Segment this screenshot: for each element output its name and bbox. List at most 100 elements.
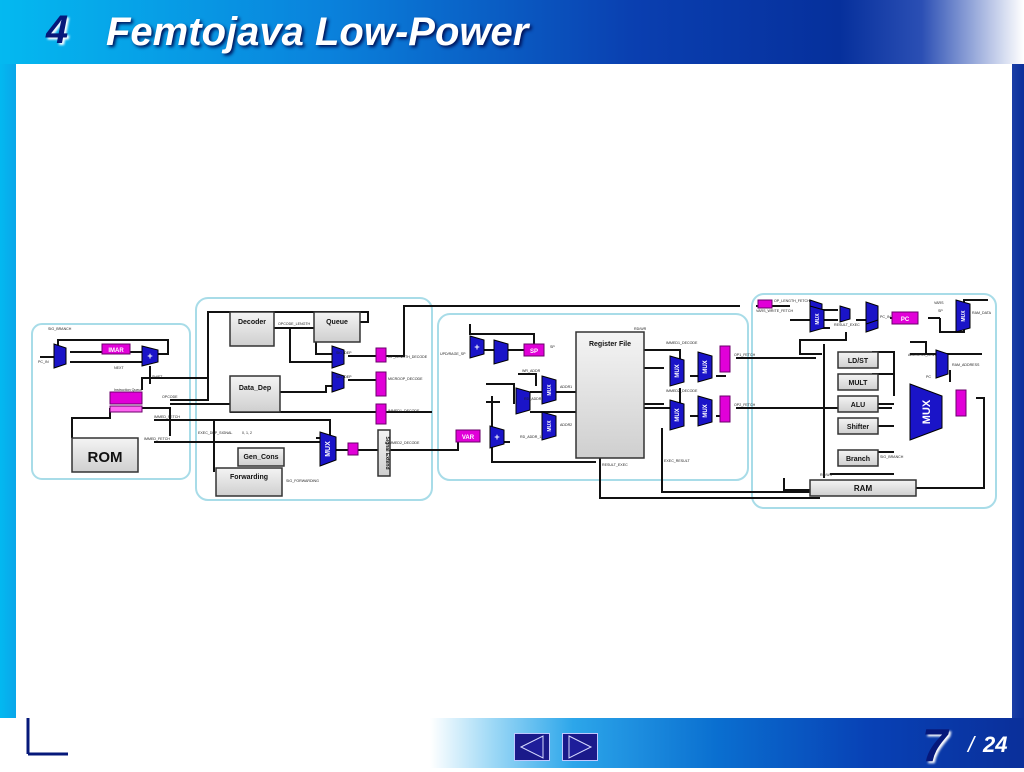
corner-bracket-icon: [26, 718, 68, 756]
page-total: 24: [983, 732, 1008, 757]
branch-label: Branch: [846, 456, 870, 463]
mux-pc-in: [53, 343, 67, 369]
wires: [40, 299, 988, 499]
reg-immed1: [375, 403, 387, 425]
title-bar: 4 Femtojava Low-Power: [0, 0, 1024, 66]
addr2-label: ADDR2: [560, 423, 572, 427]
adder-sp-plus: +: [474, 342, 479, 352]
register-file-label: Register File: [589, 341, 631, 348]
panel-fetch: [31, 323, 191, 480]
adder-var: [489, 425, 505, 449]
mux-op2-a: [669, 399, 685, 431]
page-number: 7: [922, 719, 948, 771]
address-lenth-label: ADDRESS_LENT: [908, 353, 937, 357]
slide-title: Femtojava Low-Power: [106, 10, 529, 54]
adder-fetch: [141, 345, 159, 367]
shift-label: SHIFT: [152, 375, 163, 379]
decoder-label: Decoder: [238, 319, 266, 326]
upd-rage-sp-label: UPD/RAGE_SP: [440, 352, 466, 356]
pc-register: [891, 311, 919, 325]
exec-result-label: EXEC_RESULT: [664, 459, 691, 463]
instruction-queue-label: Instruction Queue: [114, 388, 142, 392]
mux-addr-b: [541, 375, 557, 405]
sp-label: SP: [530, 349, 538, 355]
const-vals-label: 0, 1, 2: [242, 431, 252, 435]
exec-dep-signal-label: EXEC_DEP_SIGNAL: [198, 431, 232, 435]
immed2-fetch-label: IMMED_FETCH: [144, 437, 170, 441]
addr1-label: ADDR1: [560, 385, 572, 389]
result-exec-label: RESULT_EXEC: [602, 463, 628, 467]
result-exec2-label: RESULT_EXEC: [834, 323, 860, 327]
mux-op1-b-label: MUX: [703, 360, 709, 373]
reg-immed2: [347, 442, 359, 456]
rdwr2-label: RD/WR: [820, 473, 833, 477]
imar-label: IMAR: [108, 348, 124, 354]
gen-cons-label: Gen_Cons: [243, 454, 278, 461]
vars-write-fetch-label: VARS_WRITE_FETCH: [756, 309, 793, 313]
opcode-length-label: OPCODE_LENGTH: [278, 322, 311, 326]
mux-addr-b-label: MUX: [547, 384, 553, 396]
shifter-label: Shifter: [847, 424, 869, 431]
adder-fetch-plus: +: [147, 351, 152, 361]
mux-pc-out-label: MUX: [961, 310, 967, 322]
adder-sp: [469, 335, 485, 359]
previous-slide-button[interactable]: [514, 733, 550, 761]
pc2-label: PC: [926, 375, 931, 379]
page-separator: /: [968, 732, 975, 757]
signal-extend-label: Signal Extend: [384, 436, 390, 469]
var-label: VAR: [462, 435, 475, 441]
reg-result: [955, 389, 967, 417]
sig-dep-label: SIG_DEP: [336, 351, 352, 355]
mux-gen-cons-label: MUX: [325, 441, 332, 457]
mult-label: MULT: [849, 380, 869, 387]
mux-execute-main-label: MUX: [921, 399, 933, 424]
gen-cons-block: [237, 447, 285, 467]
next-label: NEXT: [114, 366, 124, 370]
signal-labels: SIG_BRANCH PC_IN NEXT SHIFT Instruction …: [38, 299, 992, 483]
sp2-label: SP: [938, 309, 943, 313]
mux-pc-out: [955, 299, 971, 333]
shifter-block: [837, 417, 879, 435]
mux-op1-b: [697, 351, 713, 383]
op1-fetch-label: OP1_FETCH: [734, 353, 756, 357]
mux-decode-1: [331, 345, 345, 369]
mux-addr-c-label: MUX: [547, 420, 553, 432]
rom-label: ROM: [88, 449, 123, 466]
immed2-decode-b-label: IMMED2_DECODE: [666, 389, 698, 393]
op-length-fetch-label: OP_LENGTH_FETCH: [774, 299, 810, 303]
microop-decode-label: MICROOP_DECODE: [388, 377, 423, 381]
triangle-left-icon: [519, 735, 544, 759]
mux-op2-b-label: MUX: [703, 404, 709, 417]
reg-op-length: [375, 347, 387, 363]
reg-microop: [375, 371, 387, 397]
immed1-decode-b-label: IMMED1_DECODE: [666, 341, 698, 345]
immed-fetch-label: IMMED_FETCH: [154, 415, 180, 419]
ldst-label: LD/ST: [848, 358, 869, 365]
decoder-block: [229, 311, 275, 347]
var-register: [455, 429, 481, 443]
panel-operand: [437, 313, 749, 481]
mux-op1-a: [669, 355, 685, 387]
vars-label: VARS: [934, 301, 944, 305]
pc-label: PC: [901, 317, 910, 323]
reg-op-length-fetch: [757, 299, 773, 309]
ram-address-label: RAM_ADDRESS: [952, 363, 980, 367]
mux-addr-a: [515, 387, 531, 415]
magenta-registers: [101, 299, 967, 456]
adders: [141, 305, 851, 449]
sig-forwarding-label: SIG_FORWARDING: [286, 479, 319, 483]
opcode-label: OPCODE: [162, 395, 178, 399]
section-number: 4: [46, 8, 69, 52]
wr-addr-label: WR_ADDR: [522, 369, 541, 373]
ldst-block: [837, 351, 879, 369]
op-length-decode-label: OP_LENGTH_DECODE: [388, 355, 428, 359]
immed1-decode-label: IMMED1_DECODE: [388, 409, 420, 413]
data-dep-label: Data_Dep: [239, 385, 271, 392]
mux-sp: [493, 339, 509, 365]
sig-branch-label: SIG_BRANCH: [48, 327, 72, 331]
triangle-right-icon: [568, 735, 593, 759]
branch-block: [837, 449, 879, 467]
rom-block: [71, 437, 139, 473]
queue-label: Queue: [326, 319, 348, 326]
next-slide-button[interactable]: [562, 733, 598, 761]
